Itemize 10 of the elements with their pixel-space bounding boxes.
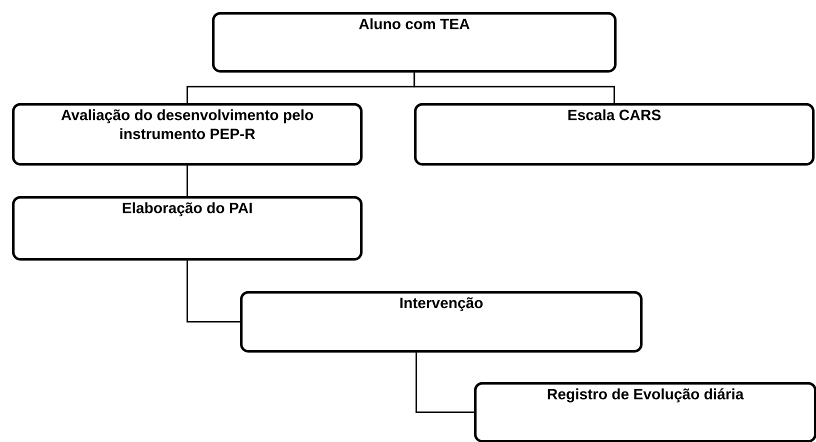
connector-line [414, 72, 616, 103]
connector-line [186, 260, 240, 323]
process-box: Intervenção [240, 291, 643, 353]
connector-line [186, 166, 188, 196]
process-box: Registro de Evolução diária [474, 382, 816, 442]
process-box: Elaboração do PAI [12, 196, 363, 261]
process-box: Escala CARS [414, 103, 815, 166]
process-box: Avaliação do desenvolvimento pelo instrumento PEP-R [12, 103, 363, 166]
process-box: Aluno com TEA [212, 12, 617, 73]
connector-line [416, 352, 474, 414]
